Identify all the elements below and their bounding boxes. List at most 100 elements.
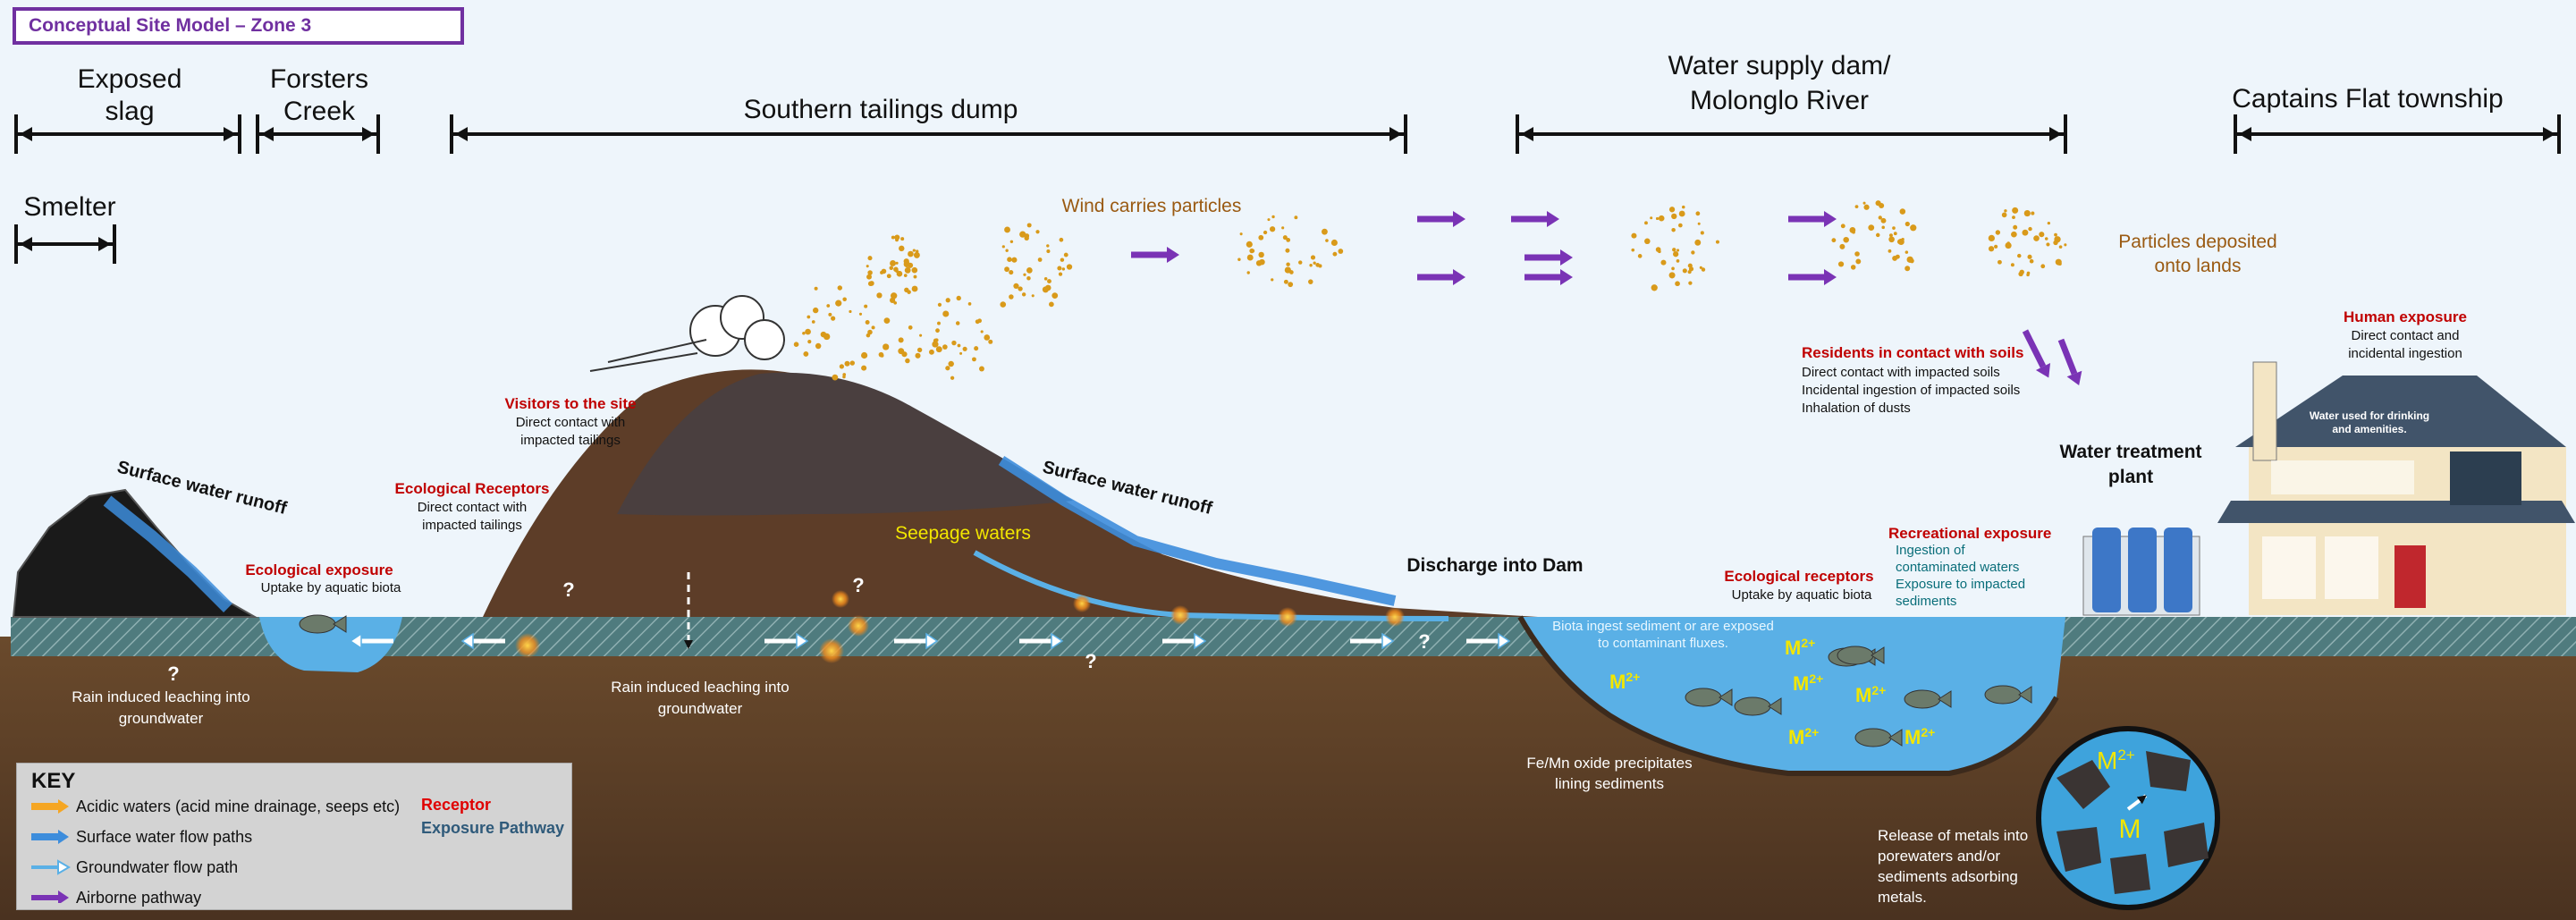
- particle: [1026, 223, 1032, 228]
- particle: [2064, 243, 2067, 247]
- particle: [1855, 258, 1862, 265]
- zone-bracket: [256, 114, 380, 154]
- particle: [1298, 260, 1303, 265]
- particle: [985, 335, 990, 340]
- particle: [912, 249, 916, 252]
- fish: [1734, 696, 1782, 716]
- particle: [1888, 233, 1893, 238]
- metal-ion-charge: 2+: [1809, 671, 1823, 686]
- release-line4: metals.: [1878, 889, 1927, 906]
- particle: [1850, 265, 1856, 270]
- particle: [1052, 292, 1059, 299]
- particle: [1059, 237, 1064, 242]
- particle: [1309, 264, 1313, 267]
- particle: [1019, 231, 1026, 238]
- particle: [1644, 221, 1648, 225]
- metal-ion-label: M2+: [1905, 725, 1935, 748]
- metal-ion-symbol: M: [1788, 726, 1804, 748]
- particle: [1313, 261, 1316, 265]
- particle: [811, 320, 815, 324]
- particle: [1286, 238, 1291, 242]
- water-treatment-line2: plant: [2108, 467, 2153, 487]
- airborne-arrow: [1788, 211, 1837, 227]
- particle: [978, 366, 984, 372]
- zone-water-supply-line2: Molonglo River: [1690, 86, 1869, 115]
- particle: [1892, 226, 1896, 230]
- eco-receptors-title: Ecological Receptors: [395, 480, 550, 497]
- particle: [916, 347, 923, 353]
- fish: [1854, 728, 1903, 747]
- particle: [1695, 211, 1701, 216]
- particle: [1282, 235, 1288, 241]
- particle: [849, 309, 852, 314]
- particle: [1671, 266, 1675, 271]
- particle: [1026, 267, 1033, 274]
- biota-ingest-line1: Biota ingest sediment or are exposed: [1552, 619, 1774, 634]
- particle: [1893, 232, 1897, 236]
- particle: [1237, 257, 1241, 262]
- human-exposure-title: Human exposure: [2344, 308, 2467, 325]
- particle: [1852, 230, 1855, 234]
- fe-mn-line1: Fe/Mn oxide precipitates: [1526, 755, 1692, 772]
- particle: [1004, 266, 1009, 273]
- particle: [1831, 238, 1837, 243]
- residents-line3: Inhalation of dusts: [1802, 401, 1911, 416]
- water-treatment-plant: [2082, 528, 2200, 616]
- particle: [2028, 226, 2032, 232]
- particle: [904, 287, 909, 292]
- particle: [1668, 207, 1676, 213]
- particle: [1060, 257, 1065, 262]
- particle: [844, 360, 850, 367]
- metal-ion-charge: 2+: [1804, 725, 1819, 739]
- particle: [898, 337, 904, 343]
- particle: [871, 325, 875, 330]
- rain-mid-line2: groundwater: [658, 700, 743, 717]
- particle: [1997, 259, 2002, 265]
- metal-ions: M2+M2+M2+M2+M2+M2+: [1609, 636, 1935, 748]
- particle: [1046, 244, 1050, 248]
- particle: [1009, 270, 1014, 275]
- metal-ion-symbol: M: [1905, 726, 1921, 748]
- particle: [805, 328, 811, 335]
- particle: [867, 256, 873, 261]
- particle: [913, 251, 920, 258]
- zone-smelter: Smelter: [23, 192, 115, 222]
- particle: [828, 312, 832, 317]
- question-mark: ?: [562, 578, 574, 601]
- key-item-surface: Surface water flow paths: [76, 828, 253, 846]
- particle: [1644, 238, 1651, 245]
- particle: [937, 321, 941, 325]
- particle: [839, 364, 844, 369]
- zone-bracket: [14, 224, 116, 264]
- recreational-line3: Exposure to impacted: [1896, 577, 2025, 592]
- particle: [1701, 267, 1706, 272]
- particle: [899, 245, 905, 252]
- airborne-arrow: [2057, 338, 2082, 386]
- particle: [814, 286, 818, 291]
- particle: [951, 340, 957, 346]
- metal-ion-symbol: M: [1609, 671, 1626, 693]
- particle: [1000, 301, 1007, 308]
- house: [2217, 361, 2575, 615]
- airborne-arrow: [1417, 269, 1465, 285]
- particle: [1249, 248, 1254, 254]
- particle: [1009, 240, 1014, 244]
- groundwater-arrow: [1019, 632, 1064, 650]
- particle: [860, 351, 868, 359]
- particle: [889, 266, 894, 270]
- house-sign-line2: and amenities.: [2332, 423, 2406, 435]
- particle: [959, 351, 963, 355]
- groundwater-arrow: [894, 632, 939, 650]
- particle: [913, 274, 917, 279]
- inset-metal-ion: M2+: [2097, 747, 2135, 774]
- human-exposure-line2: incidental ingestion: [2348, 346, 2462, 361]
- particle: [2010, 263, 2014, 267]
- particle: [903, 258, 909, 265]
- particle: [1905, 250, 1909, 254]
- eco-receptors-line2: impacted tailings: [422, 518, 522, 533]
- particle: [2011, 231, 2017, 238]
- residents-line1: Direct contact with impacted soils: [1802, 365, 2000, 380]
- particle: [1682, 268, 1687, 274]
- particle: [2029, 258, 2034, 264]
- particle: [1673, 251, 1679, 257]
